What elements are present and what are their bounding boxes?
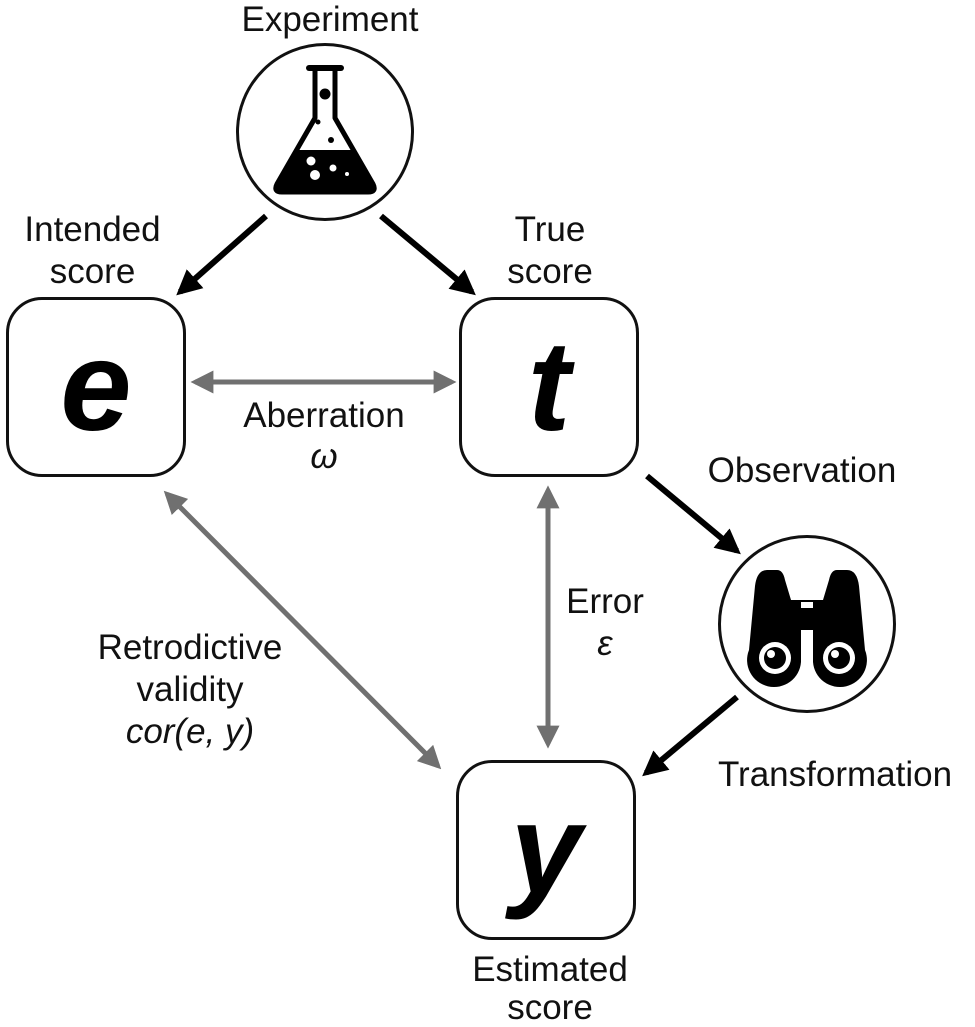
retrodictive-validity-arrow [163, 490, 442, 770]
experiment-to-true-arrow [379, 213, 476, 296]
intended-score-label-line1: Intended [24, 210, 161, 249]
retrodictive-label-line2: validity [136, 670, 244, 709]
transformation-label: Transformation [717, 755, 953, 794]
estimated-score-symbol: y [510, 778, 582, 921]
experiment-circle [236, 43, 414, 221]
true-score-symbol: t [527, 315, 571, 458]
observation-arrow [645, 473, 741, 555]
intended-score-symbol: e [60, 315, 132, 458]
estimated-score-label-line1: Estimated [472, 950, 628, 989]
binoculars-icon [747, 570, 867, 688]
experiment-label: Experiment [241, 0, 419, 39]
error-symbol: ε [597, 624, 613, 663]
true-score-label-line1: True [514, 210, 586, 249]
aberration-symbol: ω [310, 437, 338, 476]
transformation-arrow [642, 694, 739, 777]
true-score-label-line2: score [507, 252, 593, 291]
intended-score-node: e [6, 297, 186, 477]
experiment-to-intended-arrow [176, 213, 268, 296]
retrodictive-label-line1: Retrodictive [97, 628, 283, 667]
retrodictive-label-line3: cor(e, y) [125, 712, 255, 751]
estimated-score-node: y [456, 760, 636, 940]
observation-label: Observation [707, 451, 897, 490]
observation-circle [718, 535, 896, 713]
true-score-node: t [459, 297, 639, 477]
error-label: Error [566, 582, 644, 621]
estimated-score-label-line2: score [507, 988, 593, 1027]
intended-score-label-line2: score [49, 252, 136, 291]
aberration-label: Aberration [243, 396, 405, 435]
flask-icon [273, 65, 377, 195]
